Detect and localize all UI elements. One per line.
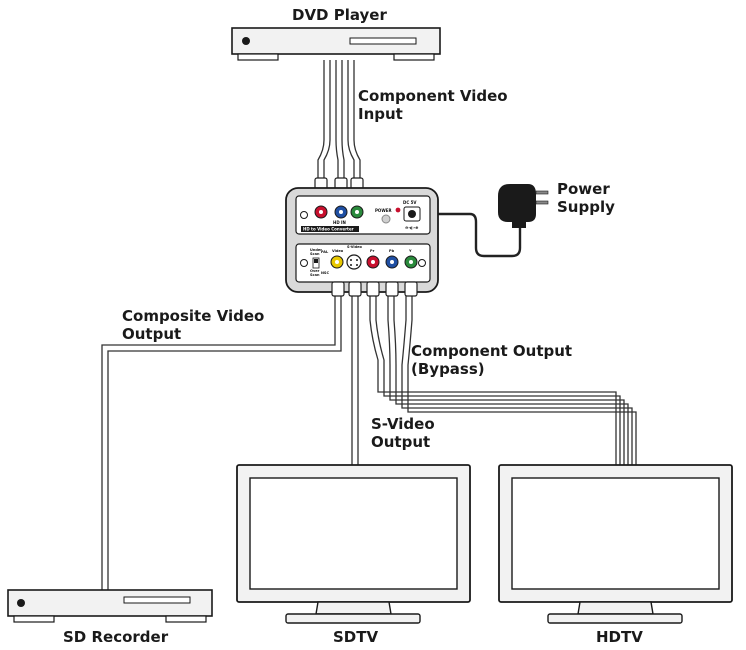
- svideo-jack: [346, 254, 362, 270]
- svideo-output-label-line2: Output: [371, 433, 431, 451]
- composite-output-label-line1: Composite Video: [122, 307, 265, 325]
- svideo-output-cable: [351, 292, 359, 465]
- composite-output-label: Composite Video Output: [122, 307, 264, 343]
- power-supply-label-line1: Power: [557, 180, 610, 198]
- cables: [101, 60, 637, 590]
- component-input-label: Component Video Input: [358, 87, 508, 123]
- hd-in-label: HD IN: [333, 220, 346, 225]
- sdtv-label: SDTV: [333, 628, 379, 646]
- power-supply-label-line2: Supply: [557, 198, 615, 216]
- dvd-power-dot-icon: [242, 37, 250, 45]
- dc-label: DC 5V: [403, 200, 417, 205]
- recorder-power-dot-icon: [17, 599, 25, 607]
- converter-box: HD IN HD to Video Converter POWER DC 5V …: [285, 187, 439, 293]
- component-output-cables: [369, 292, 637, 465]
- port-label-svideo: S-Video: [347, 245, 362, 249]
- sd-recorder: [7, 589, 213, 623]
- port-label-y: Y: [408, 249, 412, 253]
- power-led-label: POWER: [375, 208, 392, 213]
- component-input-label-line1: Component Video: [358, 87, 508, 105]
- power-led-icon: [395, 207, 401, 213]
- converter-title: HD to Video Converter: [303, 227, 354, 232]
- composite-output-label-line2: Output: [122, 325, 182, 343]
- power-adapter-icon: [498, 184, 549, 228]
- port-label-pb: Pb: [389, 249, 395, 253]
- component-output-label-line2: (Bypass): [411, 360, 485, 378]
- output-plugs: [331, 281, 418, 297]
- dvd-player-label: DVD Player: [292, 6, 387, 24]
- component-output-label-line1: Component Output: [411, 342, 573, 360]
- hdtv-monitor: [498, 464, 733, 624]
- component-input-cables: [317, 60, 361, 188]
- port-label-pr: Pr: [370, 249, 375, 253]
- dvd-disc-slot: [349, 37, 417, 45]
- svideo-output-label: S-Video Output: [371, 415, 435, 451]
- screw-icon: [300, 211, 308, 219]
- sdtv-monitor: [236, 464, 471, 624]
- recorder-slot: [123, 596, 191, 604]
- polarity-icon: ⊖-◐-⊕: [405, 225, 419, 230]
- svideo-output-label-line1: S-Video: [371, 415, 435, 433]
- power-cable: [425, 212, 522, 258]
- screw-icon: [418, 259, 426, 267]
- switch-top-label-2: Scan: [310, 252, 320, 256]
- switch-top-label-1: Under: [310, 248, 322, 252]
- dvd-player: [231, 27, 441, 61]
- sd-recorder-label: SD Recorder: [63, 628, 169, 646]
- port-label-video: Video: [332, 249, 344, 253]
- led-light-icon: [381, 214, 391, 224]
- switch-top-label-3: PAL: [321, 250, 329, 254]
- component-input-label-line2: Input: [358, 105, 403, 123]
- power-supply-label: Power Supply: [557, 180, 615, 216]
- switch-bottom-label-2: Scan: [310, 273, 320, 277]
- component-output-label: Component Output (Bypass): [411, 342, 572, 378]
- composite-output-cable: [101, 292, 342, 590]
- hd-in-jacks: [314, 205, 364, 219]
- output-jacks: [330, 254, 418, 270]
- switch-bottom-label-1: Over: [310, 269, 320, 273]
- screw-icon: [300, 259, 308, 267]
- switch-bottom-label-3: NSC: [321, 271, 329, 275]
- hdtv-label: HDTV: [596, 628, 643, 646]
